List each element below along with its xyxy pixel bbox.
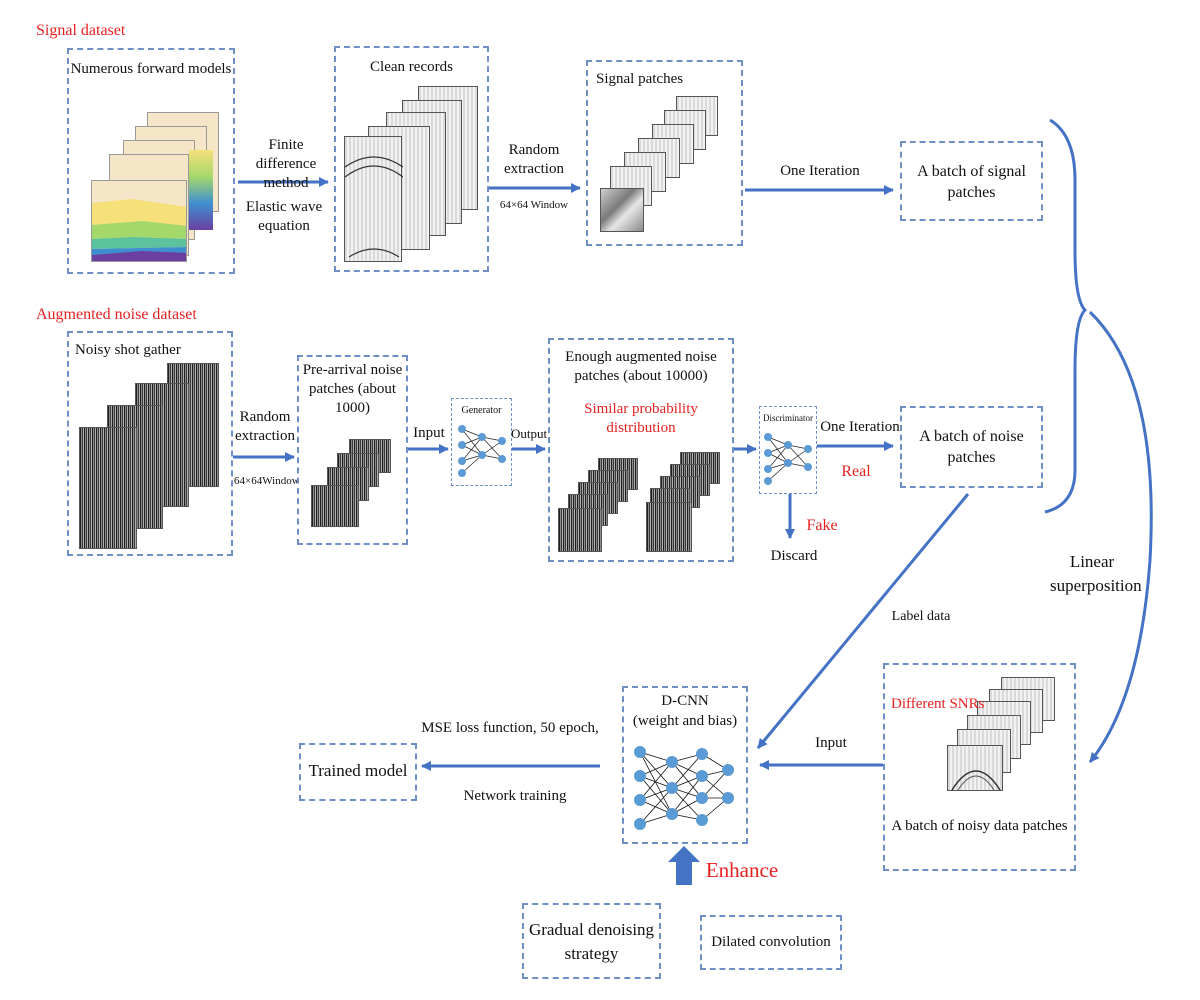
- pre-arrival-box: Pre-arrival noise patches (about 1000): [297, 355, 408, 545]
- label-enhance: Enhance: [705, 858, 779, 882]
- trained-model-box: Trained model: [299, 743, 417, 801]
- noise-batch-label: A batch of noise patches: [919, 428, 1024, 466]
- different-snrs-label: Different SNRs: [891, 696, 985, 712]
- label-input-1: Input: [413, 425, 445, 441]
- augmented-noise-box: Enough augmented noise patches (about 10…: [548, 338, 734, 562]
- label-input-2: Input: [815, 735, 847, 751]
- label-network-training: Network training: [463, 788, 567, 804]
- generator-label: Generator: [461, 405, 502, 416]
- label-finite-difference: Finite difference method: [255, 137, 317, 191]
- dilated-convolution-label: Dilated convolution: [711, 934, 831, 950]
- noisy-shot-label: Noisy shot gather: [75, 342, 181, 358]
- section-noise-dataset: Augmented noise dataset: [36, 306, 197, 323]
- dcnn-network-icon: [634, 746, 734, 830]
- noise-batch-box: A batch of noise patches: [900, 406, 1043, 488]
- arrow-linear-superposition: [1088, 310, 1153, 763]
- label-linear-superposition: Linear superposition: [1050, 552, 1142, 595]
- dilated-convolution-box: Dilated convolution: [700, 915, 842, 970]
- brace-right: [1044, 118, 1088, 514]
- clean-records-label: Clean records: [370, 59, 453, 75]
- label-random-extraction-1: Random extraction: [504, 142, 564, 177]
- label-one-iteration-2: One Iteration: [820, 419, 900, 435]
- augmented-noise-label: Enough augmented noise patches (about 10…: [565, 349, 717, 384]
- clean-records-box: Clean records: [334, 46, 489, 272]
- pre-arrival-front: [311, 485, 359, 527]
- enhance-block-arrow: [668, 846, 700, 885]
- dcnn-box: D-CNN (weight and bias): [622, 686, 748, 844]
- label-one-iteration-1: One Iteration: [780, 163, 860, 179]
- label-label-data: Label data: [891, 609, 951, 624]
- noise-patch-right-front: [646, 502, 692, 552]
- signal-patches-label: Signal patches: [596, 71, 684, 87]
- signal-batch-box: A batch of signal patches: [900, 141, 1043, 221]
- signal-batch-label: A batch of signal patches: [917, 163, 1026, 201]
- label-real: Real: [841, 463, 871, 480]
- dcnn-label: D-CNN: [661, 693, 709, 709]
- forward-models-label: Numerous forward models: [70, 61, 232, 77]
- forward-model-front: [91, 180, 187, 262]
- clean-record-front: [344, 136, 404, 262]
- discriminator-box: Discriminator: [759, 406, 817, 494]
- label-mse-loss: MSE loss function, 50 epoch,: [421, 720, 599, 736]
- label-output: Output: [510, 426, 548, 441]
- signal-patches-box: Signal patches: [586, 60, 743, 246]
- pre-arrival-label: Pre-arrival noise patches (about 1000): [302, 362, 403, 416]
- section-signal-dataset: Signal dataset: [36, 22, 126, 39]
- discriminator-label: Discriminator: [763, 413, 813, 423]
- label-random-extraction-2: Random extraction: [235, 409, 295, 444]
- dcnn-sub-label: (weight and bias): [632, 713, 738, 729]
- discriminator-network-icon: [764, 433, 812, 485]
- trained-model-label: Trained model: [308, 761, 408, 780]
- noisy-data-batch-box: Different SNRs A batch of noisy data pat…: [883, 663, 1076, 871]
- noisy-data-batch-label: A batch of noisy data patches: [891, 818, 1068, 834]
- label-fake: Fake: [806, 517, 838, 534]
- generator-box: Generator: [451, 398, 512, 486]
- forward-models-box: Numerous forward models: [67, 48, 235, 274]
- gradual-denoising-label: Gradual denoising strategy: [528, 920, 655, 963]
- label-window-1: 64×64 Window: [499, 199, 569, 211]
- gradual-denoising-box: Gradual denoising strategy: [522, 903, 661, 979]
- similar-distribution-label: Similar probability distribution: [584, 401, 698, 436]
- noisy-shot-box: Noisy shot gather: [67, 331, 233, 556]
- arrow-label-data: [756, 493, 970, 749]
- label-elastic-wave: Elastic wave equation: [245, 199, 323, 234]
- noisy-shot-front: [79, 427, 137, 549]
- noisy-patch-front: [947, 745, 1003, 791]
- signal-patch-front: [600, 188, 644, 232]
- label-discard: Discard: [770, 548, 818, 564]
- noise-patch-left-front: [558, 508, 602, 552]
- label-window-2: 64×64Window: [234, 475, 300, 487]
- generator-network-icon: [458, 425, 506, 477]
